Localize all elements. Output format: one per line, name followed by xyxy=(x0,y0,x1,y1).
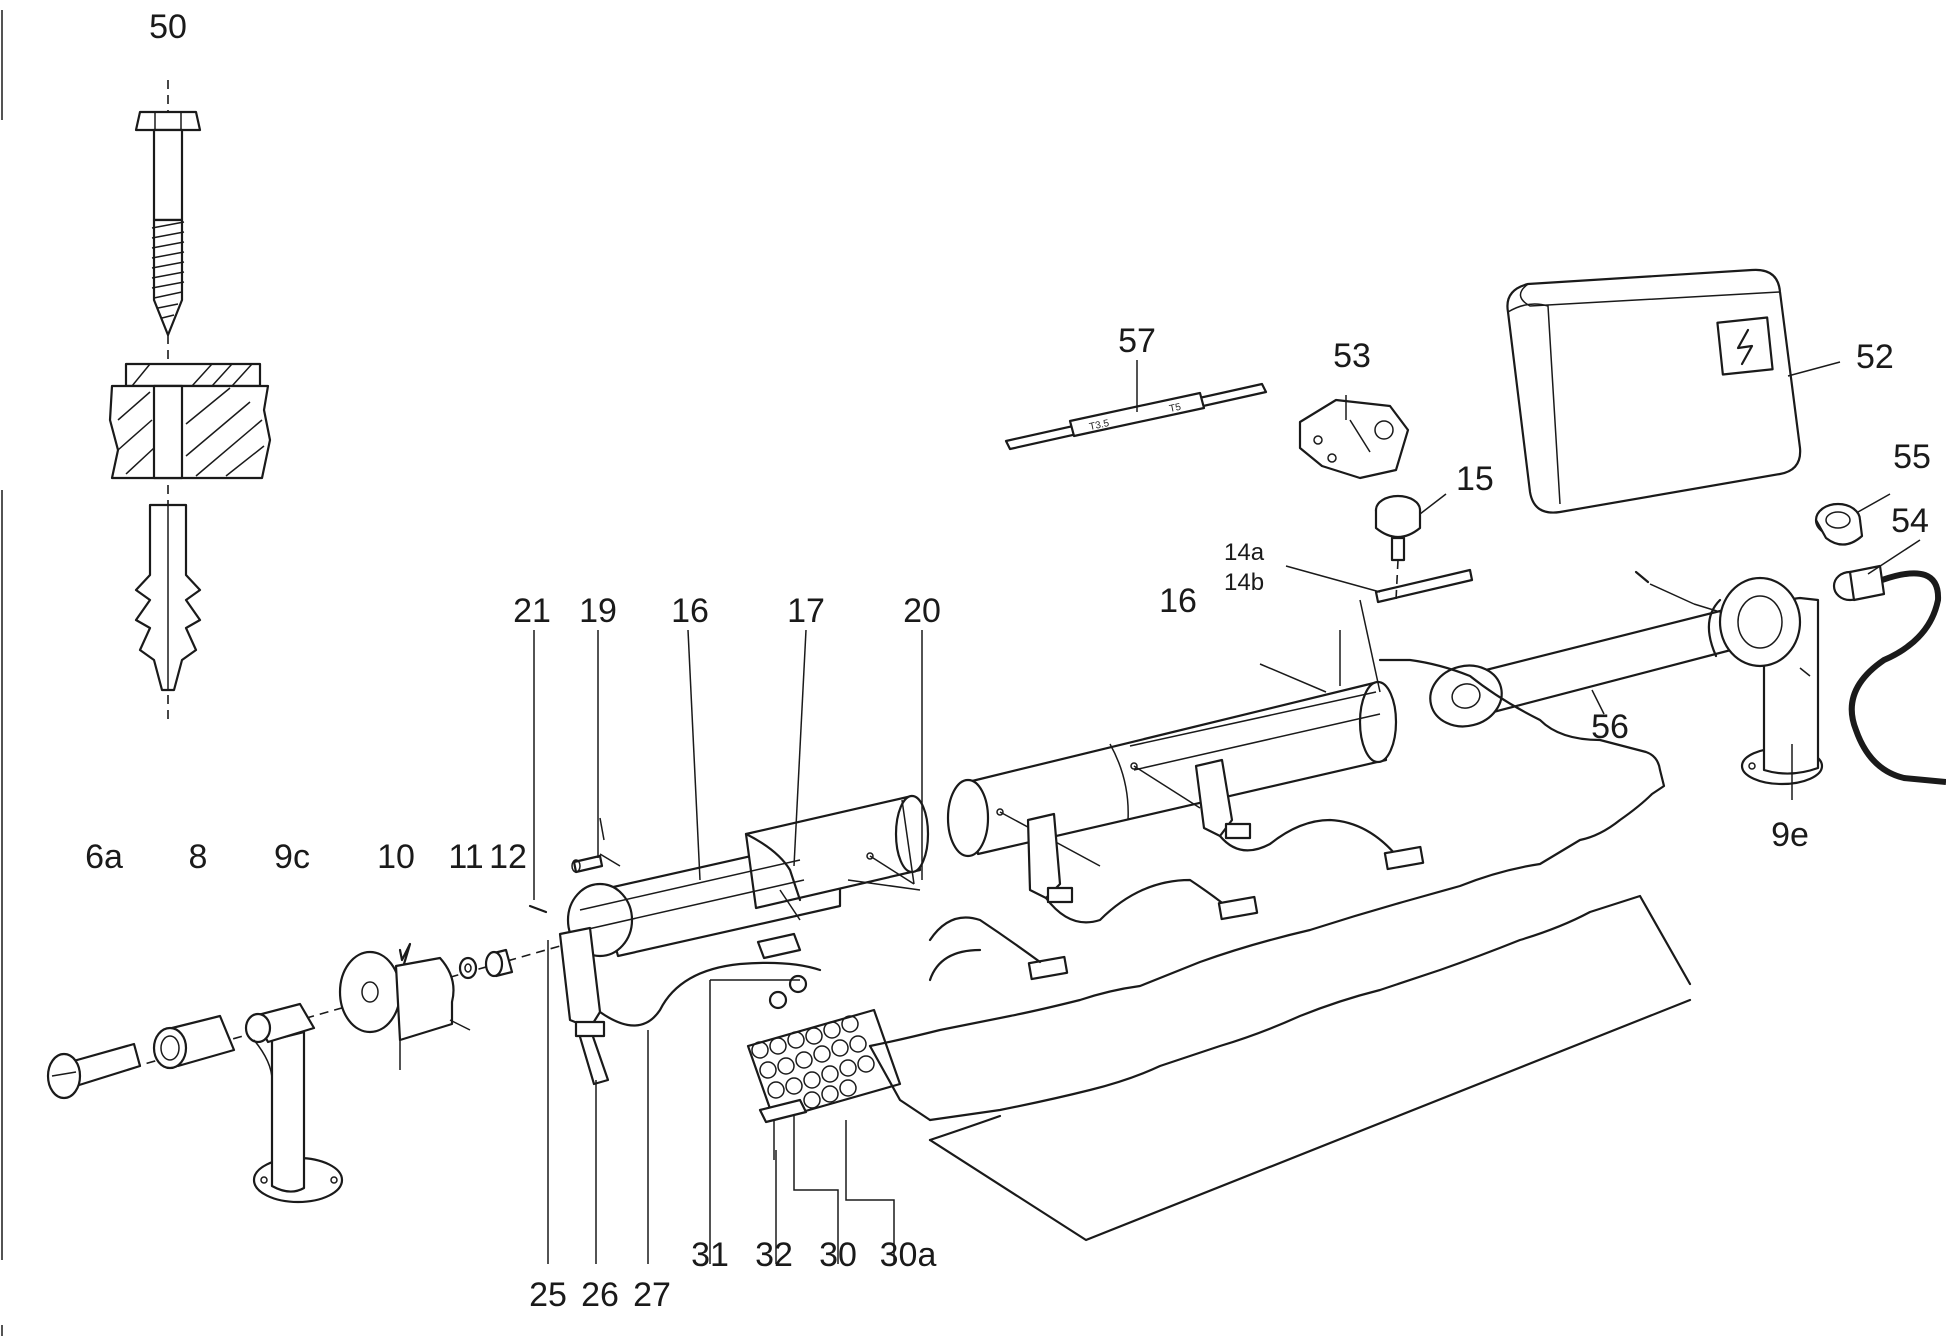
label-10: 10 xyxy=(377,838,415,876)
label-9c: 9c xyxy=(274,838,310,876)
clip-small xyxy=(756,932,802,960)
label-6a: 6a xyxy=(85,838,123,876)
label-25: 25 xyxy=(529,1276,567,1314)
small-parts-19-21 xyxy=(528,629,923,914)
label-16-right: 16 xyxy=(1159,582,1197,620)
label-17: 17 xyxy=(787,592,825,630)
stand-right-9e xyxy=(1634,570,1824,800)
label-31: 31 xyxy=(691,1236,729,1274)
label-15: 15 xyxy=(1456,460,1494,498)
label-30a: 30a xyxy=(880,1236,937,1274)
end-strap-and-plates xyxy=(547,926,822,1264)
motor-tube-56 xyxy=(1429,604,1756,728)
label-30: 30 xyxy=(819,1236,857,1274)
remote-key-fob-53 xyxy=(1298,395,1410,480)
pool-cover-sheet xyxy=(868,658,1692,1242)
cable-54 xyxy=(1832,539,1946,785)
knob-15 xyxy=(1374,493,1447,562)
label-32: 32 xyxy=(755,1236,793,1274)
roller-tube-left xyxy=(566,794,930,958)
tool-bar-57: T3.5 T5 xyxy=(1004,360,1268,451)
pin-14 xyxy=(1285,559,1474,604)
label-19: 19 xyxy=(579,592,617,630)
label-8: 8 xyxy=(189,838,208,876)
straps-right xyxy=(928,758,1425,982)
tube-mark-left: T3.5 xyxy=(1088,418,1110,433)
cap-55 xyxy=(1814,493,1891,546)
label-11: 11 xyxy=(448,838,483,876)
roller-tube-right xyxy=(946,599,1398,867)
label-50: 50 xyxy=(149,8,187,46)
label-57: 57 xyxy=(1118,322,1156,360)
label-53: 53 xyxy=(1333,337,1371,375)
tube-mark-right: T5 xyxy=(1168,402,1182,415)
disc-array-30a xyxy=(709,974,902,1264)
label-26: 26 xyxy=(581,1276,619,1314)
label-9e: 9e xyxy=(1771,816,1809,854)
label-12: 12 xyxy=(489,838,527,876)
label-20: 20 xyxy=(903,592,941,630)
lag-screw-assembly xyxy=(108,80,272,720)
label-54: 54 xyxy=(1891,502,1929,540)
label-21: 21 xyxy=(513,592,551,630)
label-52: 52 xyxy=(1856,338,1894,376)
label-16-left: 16 xyxy=(671,592,709,630)
control-box-52 xyxy=(1506,268,1841,514)
left-end-parts xyxy=(46,942,561,1204)
label-27: 27 xyxy=(633,1276,671,1314)
label-55: 55 xyxy=(1893,438,1931,476)
label-14b: 14b xyxy=(1224,569,1264,596)
label-14a: 14a xyxy=(1224,539,1265,566)
